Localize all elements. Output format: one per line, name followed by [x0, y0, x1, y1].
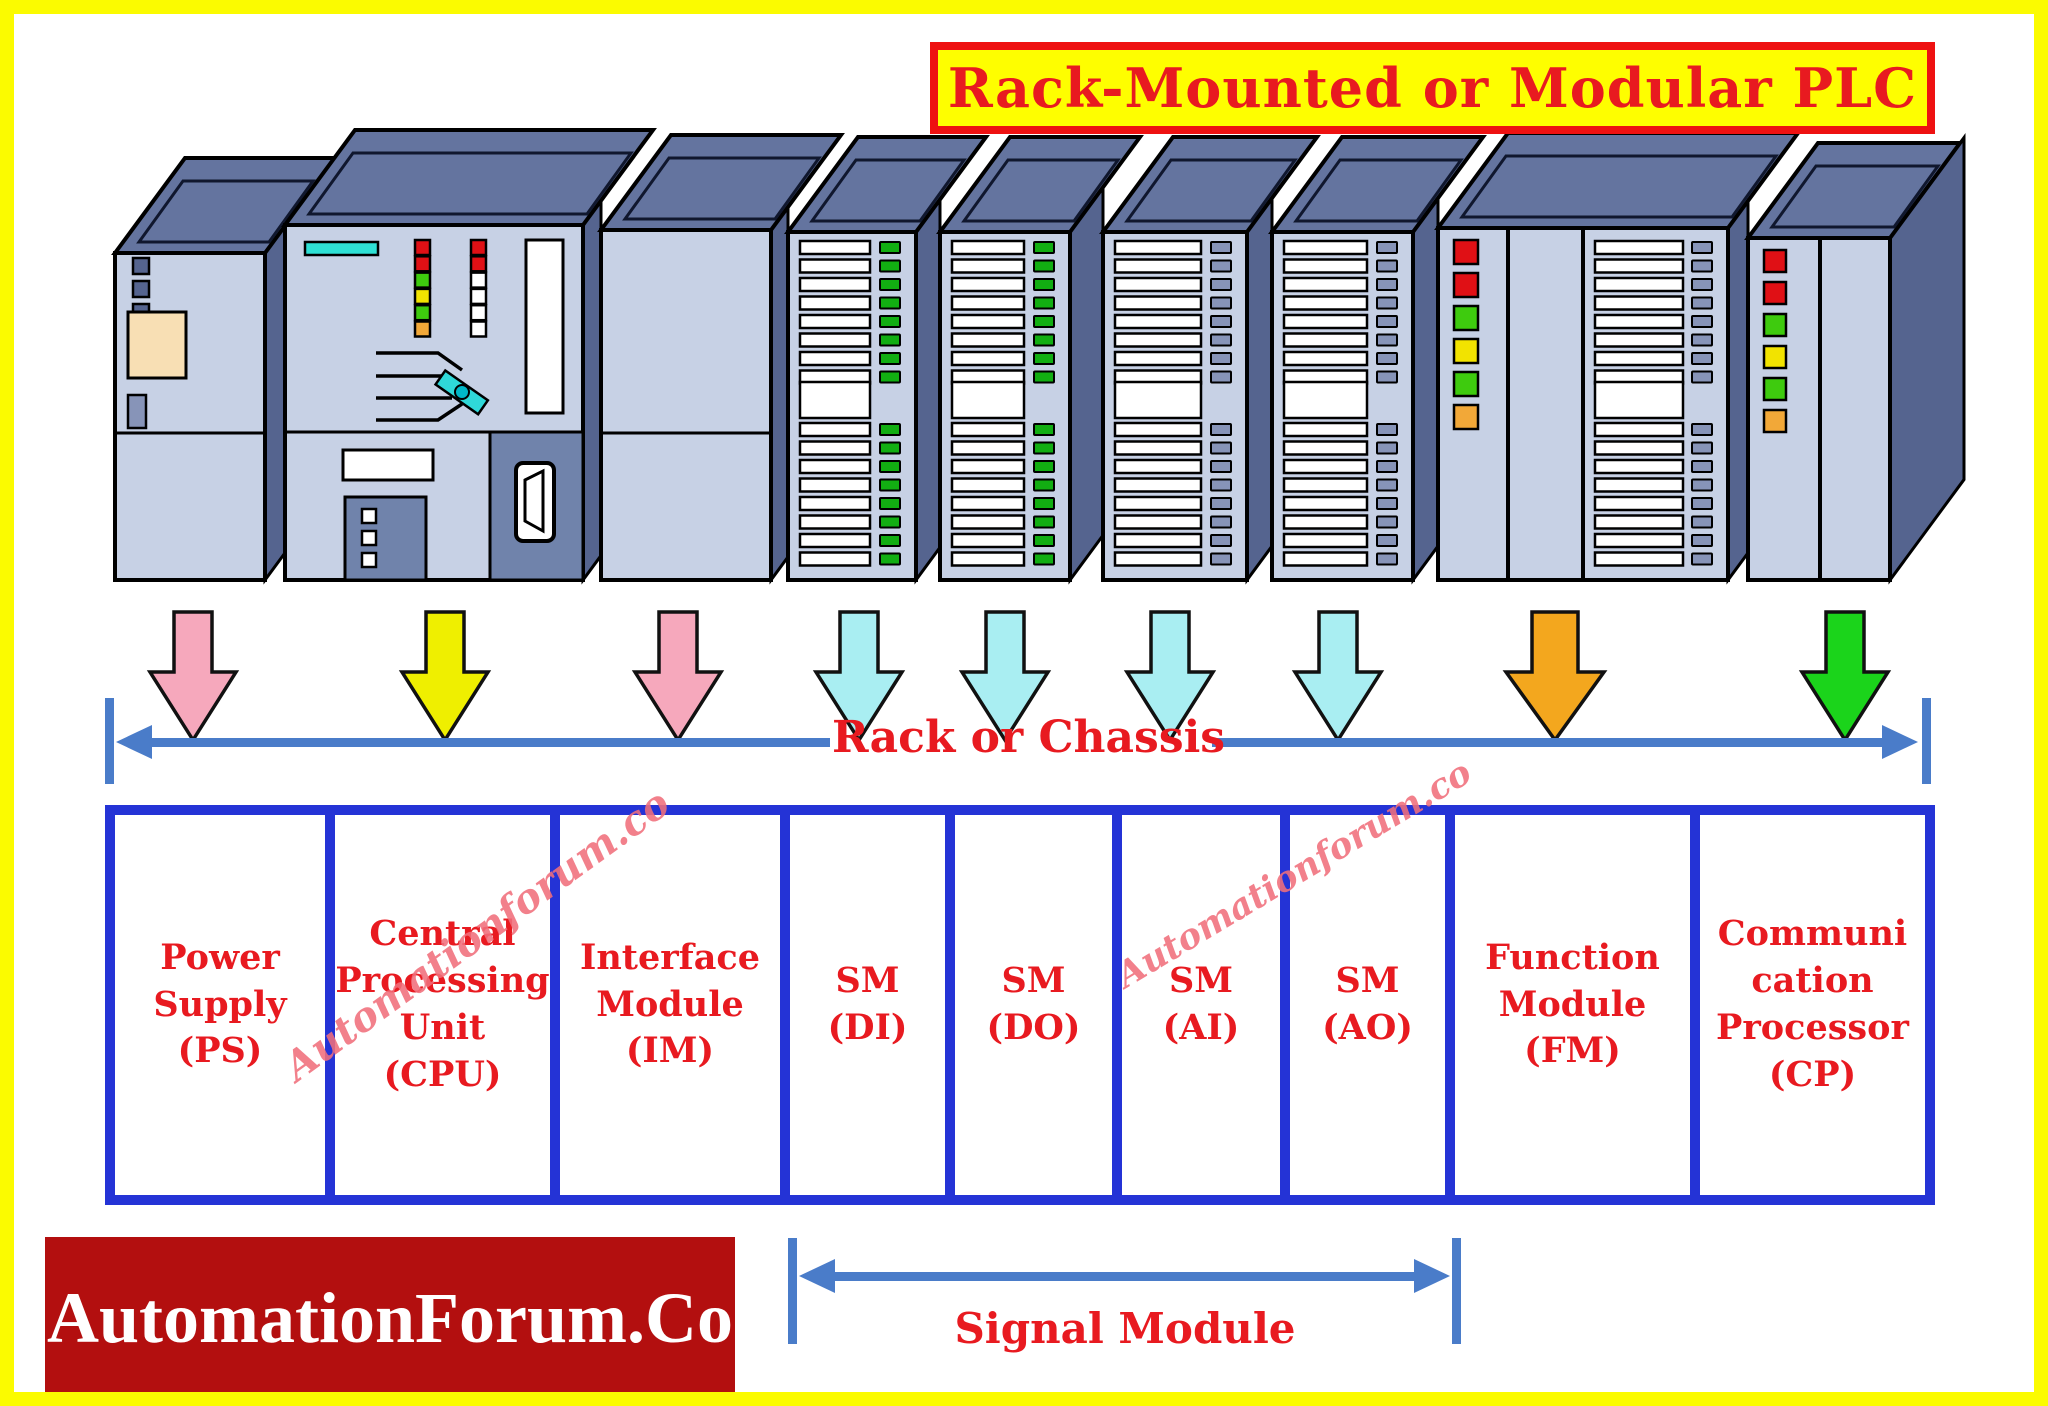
table-cell-line: Central	[369, 913, 516, 955]
module-sm-di	[784, 135, 990, 585]
table-cell-line: Module	[1498, 983, 1647, 1025]
table-cell-sm-ai: SM (AI)	[1122, 815, 1290, 1195]
table-cell-line: SM	[1335, 960, 1400, 1002]
table-cell-line: Power	[160, 936, 280, 978]
table-cell-sm-di: SM (DI)	[790, 815, 955, 1195]
table-cell-line: (FM)	[1524, 1030, 1621, 1072]
module-communication-processor	[1744, 133, 1966, 585]
module-sm-ai	[1099, 135, 1321, 585]
rack-arrow-line-left	[150, 738, 830, 747]
signal-arrow-line	[833, 1272, 1417, 1281]
rack-arrowhead-left-icon	[116, 725, 152, 759]
rack-arrow-right-bar	[1922, 698, 1931, 784]
module-power-supply	[111, 156, 339, 585]
table-cell-sm-do: SM (DO)	[955, 815, 1122, 1195]
table-cell-line: Processing	[335, 960, 550, 1002]
signal-arrow-left-bar	[788, 1238, 797, 1344]
cpu-arrow-icon	[398, 610, 492, 744]
table-cell-line: (AI)	[1162, 1007, 1240, 1048]
rack-or-chassis-label: Rack or Chassis	[832, 712, 1226, 763]
table-cell-line: (CP)	[1768, 1053, 1857, 1095]
table-cell-line: Communi	[1717, 913, 1908, 955]
table-cell-line: cation	[1751, 960, 1874, 1002]
table-cell-line: (DI)	[827, 1007, 908, 1048]
table-cell-line: (PS)	[177, 1030, 263, 1072]
interface-module-arrow-icon	[631, 610, 725, 744]
module-sm-do	[936, 135, 1144, 585]
signal-arrow-right-bar	[1452, 1238, 1461, 1344]
table-cell-line: Module	[596, 983, 744, 1025]
table-cell-line: SM	[835, 960, 900, 1002]
table-cell-line: Interface	[579, 936, 760, 978]
module-function-module	[1434, 131, 1802, 585]
communication-processor-arrow-icon	[1798, 610, 1892, 744]
table-cell-line: (AO)	[1322, 1007, 1413, 1048]
table-cell-sm-ao: SM (AO)	[1290, 815, 1455, 1195]
signal-arrowhead-right-icon	[1414, 1259, 1450, 1293]
automationforum-logo: AutomationForum.Co	[45, 1237, 735, 1399]
sm-ao-arrow-icon	[1291, 610, 1385, 744]
logo-text: AutomationForum.Co	[47, 1277, 733, 1358]
table-cell-line: SM	[1001, 960, 1066, 1002]
table-cell-line: (IM)	[625, 1030, 715, 1072]
signal-module-label: Signal Module	[954, 1304, 1296, 1353]
table-cell-line: Function	[1485, 936, 1660, 978]
rack-arrow-line-right	[1212, 738, 1884, 747]
title-banner: Rack-Mounted or Modular PLC	[930, 42, 1935, 134]
table-cell-line: SM	[1168, 960, 1234, 1002]
table-cell-line: Supply	[153, 983, 287, 1025]
signal-arrowhead-left-icon	[799, 1259, 835, 1293]
rack-arrow-left-bar	[105, 698, 114, 784]
table-cell-line: Unit (CPU)	[383, 1007, 502, 1095]
function-module-arrow-icon	[1502, 610, 1608, 743]
rack-arrowhead-right-icon	[1882, 725, 1918, 759]
module-interface-module	[597, 133, 845, 585]
page-title: Rack-Mounted or Modular PLC	[947, 56, 1918, 120]
module-cpu	[281, 128, 657, 585]
power-supply-arrow-icon	[146, 610, 240, 744]
module-sm-ao	[1268, 135, 1487, 585]
table-cell-line: (DO)	[986, 1007, 1081, 1048]
table-cell-line: Processor	[1716, 1007, 1909, 1048]
